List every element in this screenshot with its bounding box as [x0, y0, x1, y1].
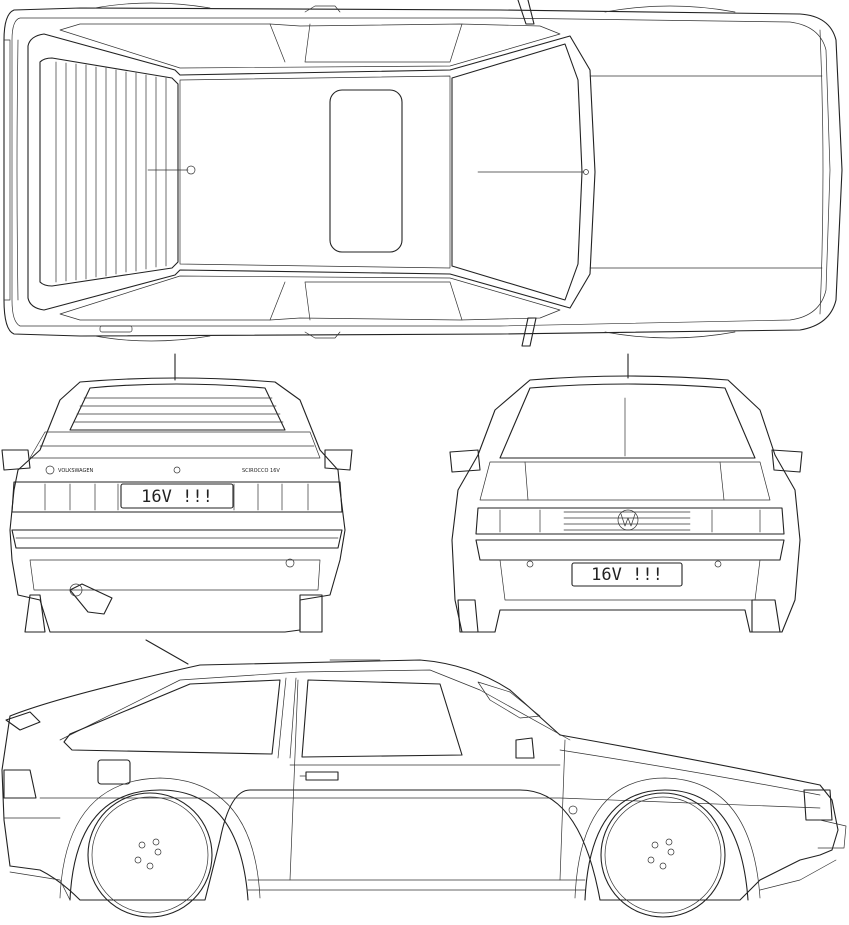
side-rear-quarter-window: [63, 679, 281, 755]
top-antenna: [517, 0, 535, 25]
rear-window: [69, 383, 286, 431]
side-fuel-cap: [97, 759, 131, 785]
front-mirror-right: [771, 449, 803, 473]
rear-license-plate: [120, 483, 234, 509]
side-body-outline: [1, 659, 839, 901]
rear-plate-text: 16V !!!: [141, 487, 213, 507]
top-mirror-lower: [304, 331, 341, 339]
rear-model-badge: SCIROCCO 16V: [242, 468, 280, 474]
side-mirror: [515, 737, 535, 759]
front-lights-grille: [475, 507, 785, 535]
rear-exhaust: [69, 583, 113, 615]
front-mirror-left: [449, 449, 481, 473]
side-door-window: [301, 679, 463, 758]
front-plate-text: 16V !!!: [591, 565, 663, 585]
top-rear-window: [39, 57, 179, 287]
front-bumper: [475, 539, 785, 561]
top-sunroof: [329, 89, 403, 253]
side-tail-light: [3, 769, 37, 799]
rear-bumper: [11, 529, 343, 549]
front-view: 16V !!!: [449, 353, 803, 633]
front-license-plate: [571, 562, 683, 587]
side-door-handle: [305, 771, 339, 781]
top-view: [3, 0, 843, 347]
top-mirror-upper: [304, 5, 341, 13]
front-vw-logo: [617, 509, 639, 531]
top-cabin: [27, 33, 596, 311]
rear-brand-badge: VOLKSWAGEN: [58, 468, 94, 474]
rear-view: VOLKSWAGEN SCIROCCO 16V 16V !!!: [1, 353, 353, 633]
side-front-wheel: [600, 792, 726, 918]
rear-mirror-right: [324, 449, 353, 471]
top-windshield: [451, 43, 583, 301]
top-body-outline: [3, 7, 843, 337]
side-front-light: [803, 789, 833, 821]
side-rear-wheel: [87, 792, 213, 918]
rear-body-outline: [9, 377, 346, 633]
side-antenna: [145, 639, 189, 665]
rear-mirror-left: [1, 449, 31, 471]
rear-taillights: [11, 481, 343, 513]
front-windshield: [499, 383, 756, 459]
side-view: [1, 639, 847, 918]
